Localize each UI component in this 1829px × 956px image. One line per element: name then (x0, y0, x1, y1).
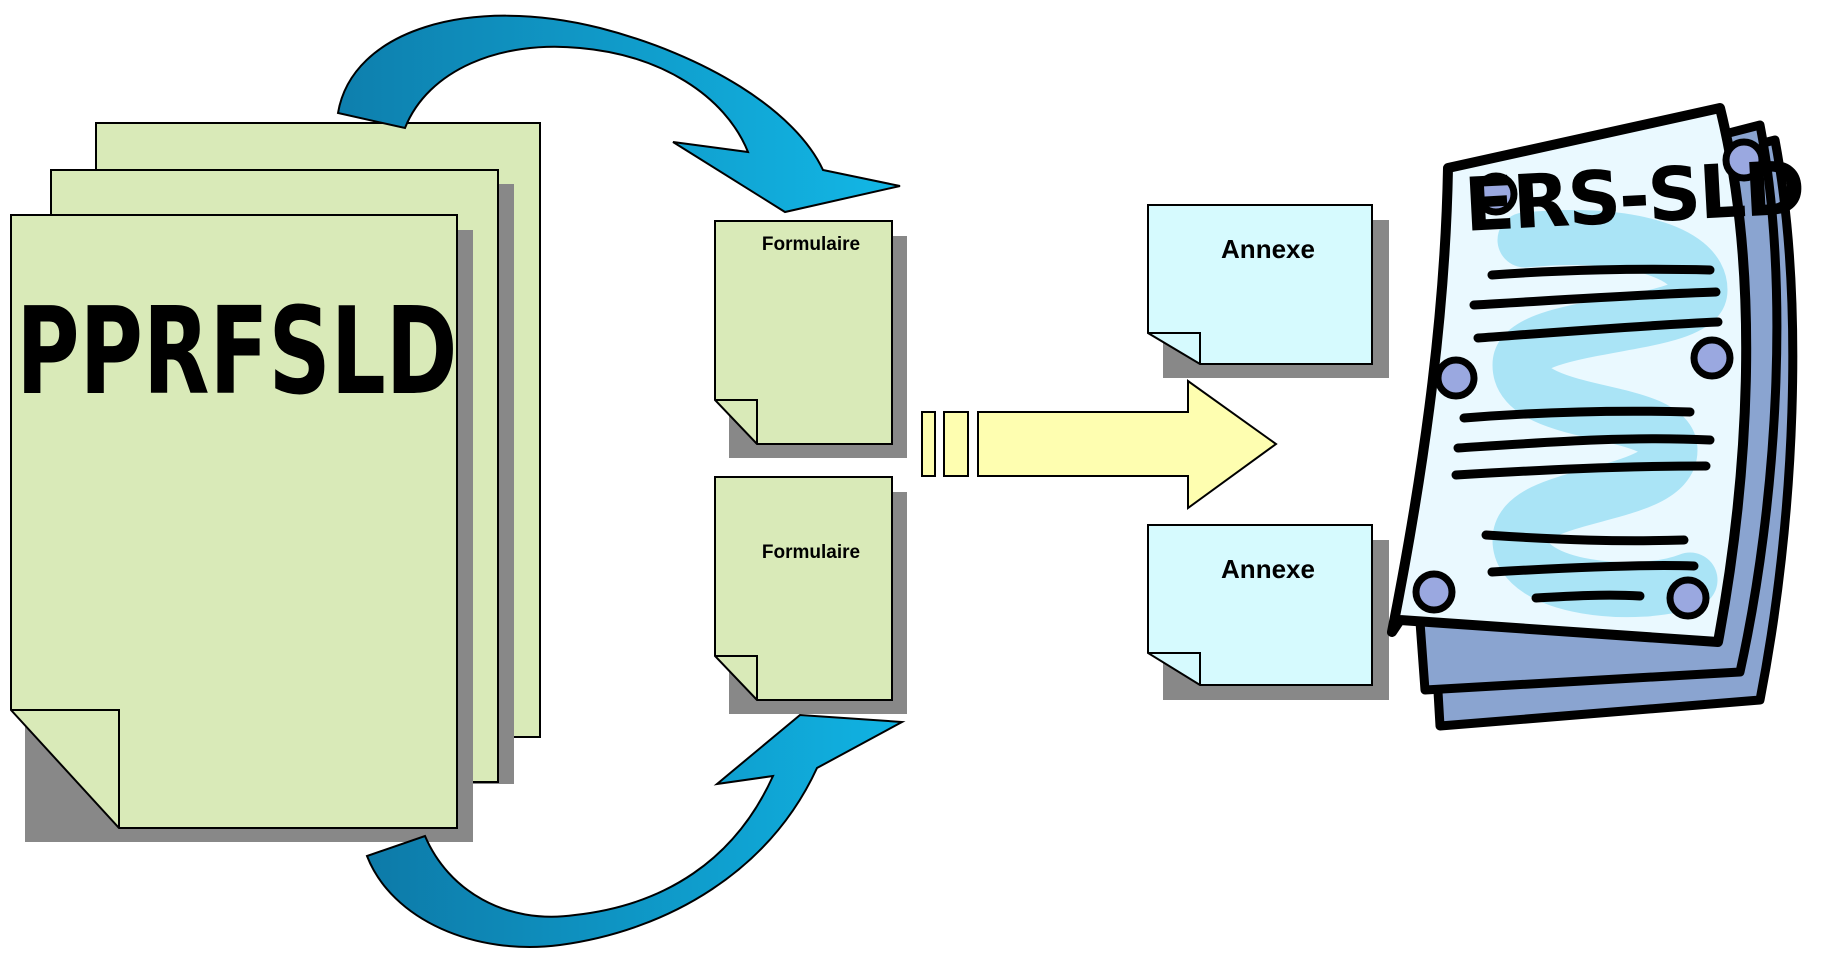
annex-page-2: Annexe (1147, 524, 1389, 700)
form-page-2: Formulaire (714, 476, 907, 714)
pprfsld-front-page (10, 214, 458, 829)
form-label-2: Formulaire (762, 542, 860, 563)
striped-arrow-right (921, 379, 1278, 510)
document-text-lines (1451, 264, 1723, 603)
form-label-1: Formulaire (762, 234, 860, 255)
curved-arrow-top (336, 14, 901, 214)
pprfsld-title: PPRFSLD (16, 282, 457, 422)
document-curls (1412, 138, 1766, 620)
ers-sld-title: ERS-SLD (1462, 145, 1805, 249)
ers-sld-document: ERS-SLD (1387, 103, 1806, 731)
annex-label-2: Annexe (1221, 554, 1315, 584)
form-page-1: Formulaire (714, 220, 907, 458)
pprfsld-page-stack: PPRFSLD (10, 122, 541, 842)
annex-page-1: Annexe (1147, 204, 1389, 378)
curved-arrow-bottom (365, 713, 906, 948)
annex-label-1: Annexe (1221, 234, 1315, 264)
